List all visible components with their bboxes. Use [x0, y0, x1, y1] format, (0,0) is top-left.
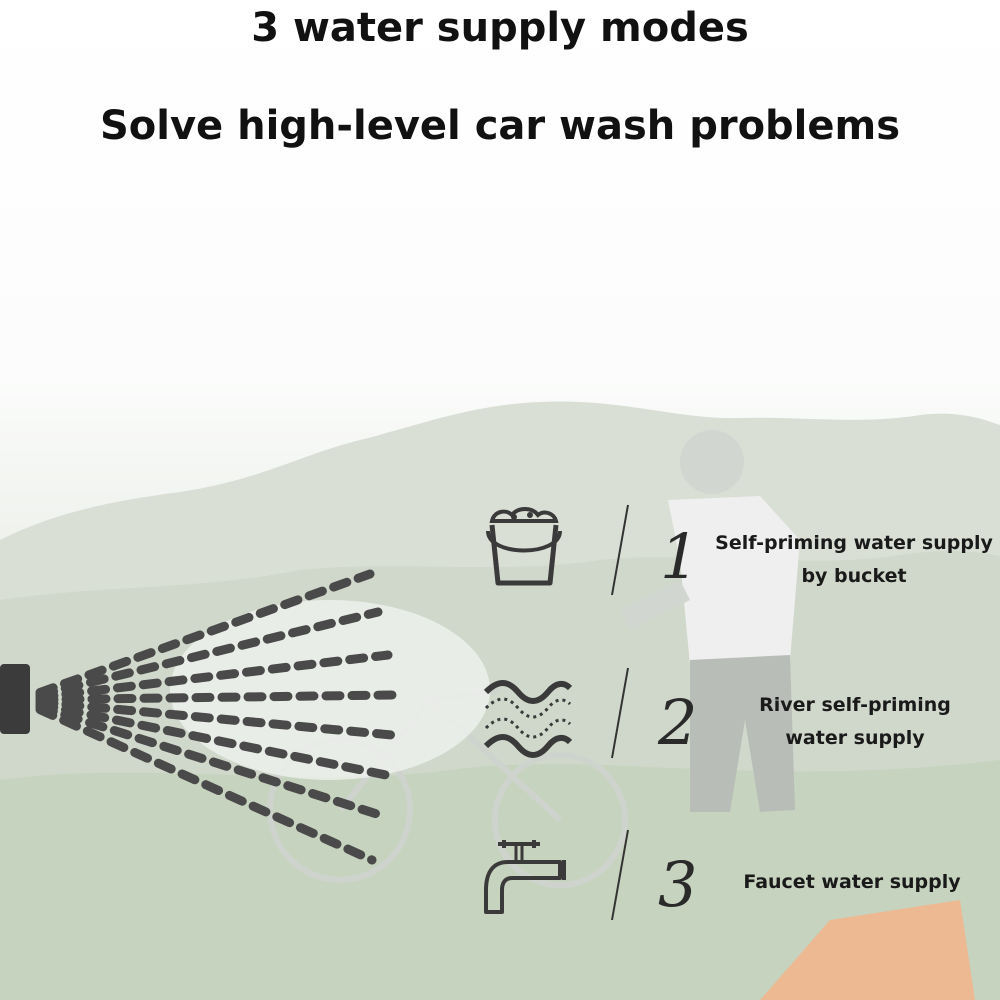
nozzle-tip: [0, 664, 30, 734]
spray-dash-line: [35, 697, 397, 740]
page-subtitle: Solve high-level car wash problems: [99, 103, 901, 149]
mode-label: River self-priming water supply: [759, 694, 951, 749]
mode-number: 1: [660, 520, 700, 593]
spray-dash-line: [35, 702, 385, 820]
separator-line: [611, 504, 629, 596]
person-silhouette: [620, 430, 800, 812]
mode-number: 2: [658, 686, 698, 759]
mode-label: Self-priming water supply by bucket: [715, 532, 993, 587]
spray-dash-line: [35, 690, 397, 705]
mode-label: Faucet water supply: [743, 871, 961, 893]
spray-dash-line: [35, 569, 375, 697]
separator-line: [611, 829, 629, 921]
spray-dash-line: [35, 650, 393, 702]
grass-field: [0, 760, 1000, 1000]
mode-number: 3: [658, 848, 698, 921]
river-waves-icon: [483, 680, 572, 758]
spray-dash-line: [35, 607, 383, 700]
faucet-icon: [484, 840, 566, 914]
page-title: 3 water supply modes: [251, 5, 749, 51]
orange-object: [760, 900, 975, 1000]
separator-line: [611, 667, 629, 759]
spray-dash-line: [35, 705, 377, 865]
spray-dash-line: [35, 700, 391, 780]
spray-dashes: [35, 569, 397, 865]
bucket-icon: [486, 507, 562, 586]
